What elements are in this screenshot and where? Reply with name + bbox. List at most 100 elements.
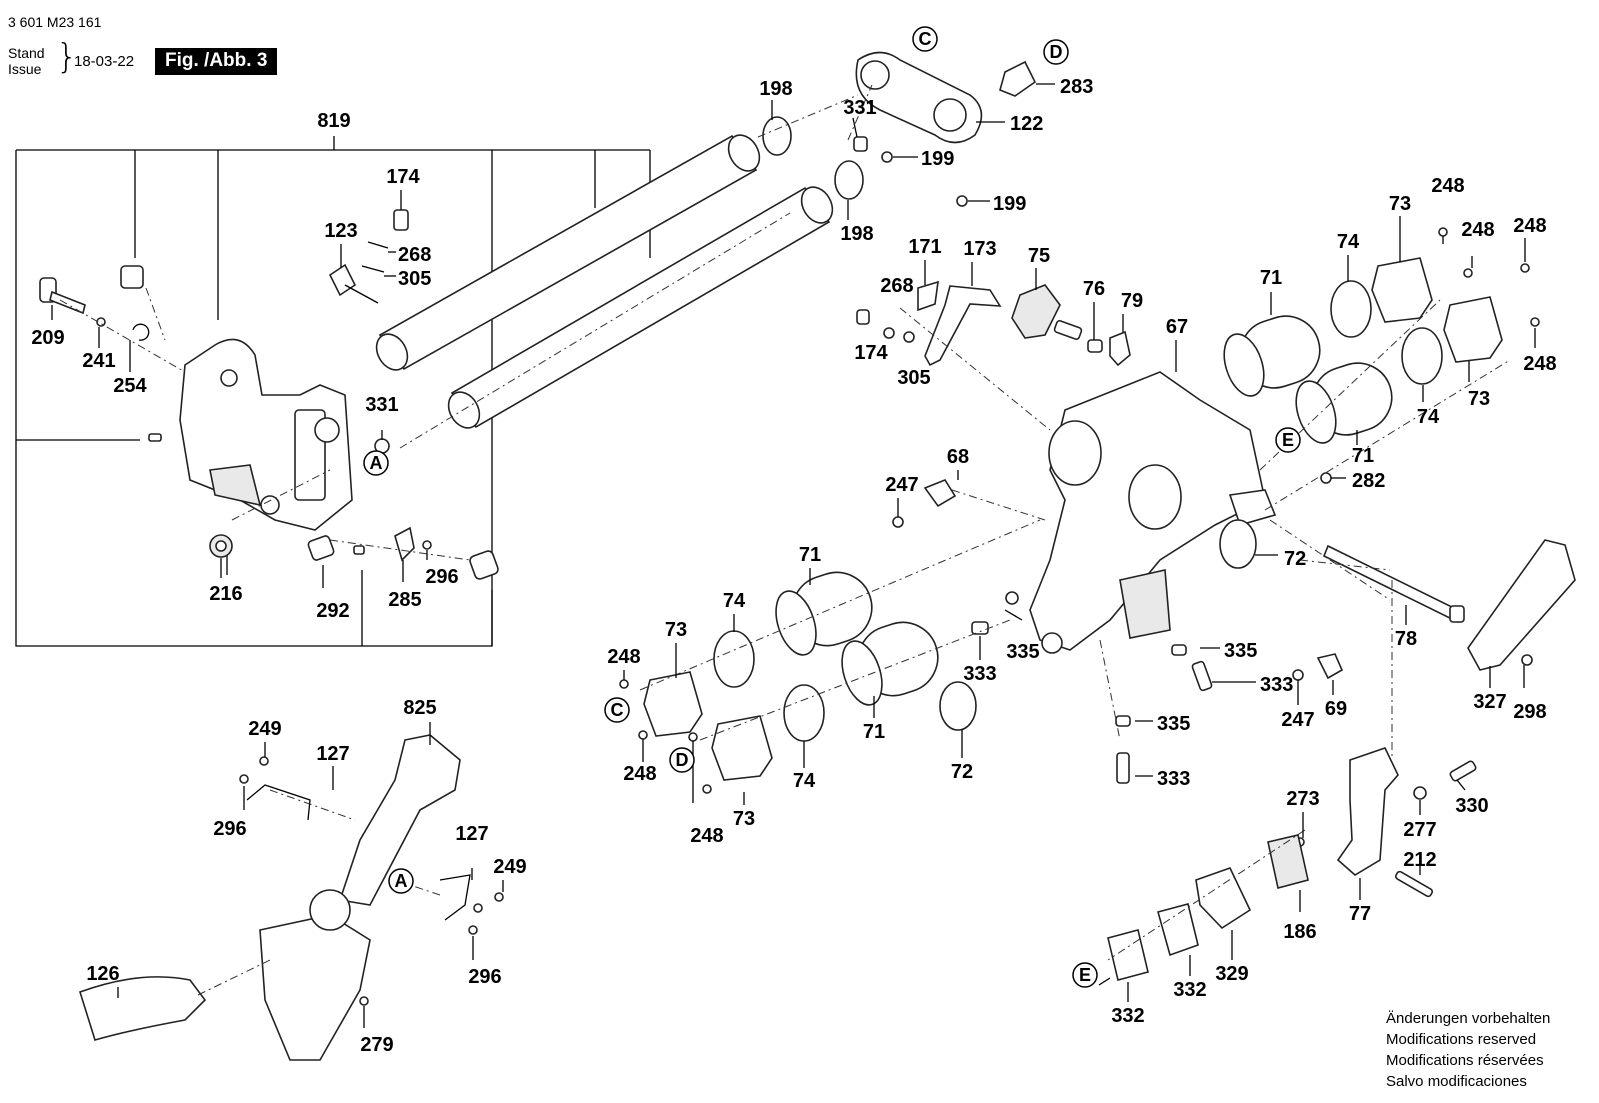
note-fr: Modifications réservées (1386, 1052, 1544, 1069)
part-73-cover-a (1371, 257, 1433, 323)
label-296-a: 296 (213, 818, 246, 840)
part-79-clip (1109, 330, 1131, 367)
part-71-roller-b (1295, 362, 1393, 444)
part-labels: 819 174 123 268 305 198 198 331 122 283 … (31, 76, 1556, 1056)
part-212-pin (1394, 870, 1434, 898)
part-199-screw-b (956, 195, 968, 207)
callout-D-top: D (1043, 39, 1069, 65)
part-75-knob (1011, 284, 1083, 341)
part-73-cover-b (1443, 296, 1503, 363)
part-68-clip (923, 479, 957, 508)
label-296-b: 296 (468, 966, 501, 988)
part-248-screw-4 (1530, 317, 1540, 327)
label-122: 122 (1010, 113, 1043, 135)
label-241: 241 (82, 350, 115, 372)
label-74-d: 74 (793, 770, 816, 792)
part-305-pin (361, 265, 385, 273)
label-78: 78 (1395, 628, 1417, 650)
part-248-screw-6 (638, 730, 648, 740)
label-329: 329 (1215, 963, 1248, 985)
label-248-b: 248 (1461, 219, 1494, 241)
label-248-e: 248 (607, 646, 640, 668)
callout-E-top: E (1275, 427, 1301, 453)
part-247-screw-lower (1292, 669, 1304, 681)
svg-text:A: A (370, 453, 383, 473)
note-de: Änderungen vorbehalten (1386, 1010, 1551, 1027)
small-plug (353, 545, 365, 555)
label-74-b: 74 (1417, 406, 1440, 428)
part-174-screw-right (856, 309, 870, 325)
label-333-a: 333 (963, 663, 996, 685)
part-285-clamp (394, 526, 415, 562)
part-279-screw (359, 996, 369, 1006)
part-333-screw-c (1116, 752, 1130, 784)
part-248-screw-1 (1438, 227, 1448, 237)
label-212: 212 (1403, 849, 1436, 871)
part-283-latch (999, 60, 1037, 97)
tube-lower (447, 186, 834, 429)
part-74-ring-c (713, 630, 755, 688)
label-277: 277 (1403, 819, 1436, 841)
part-327-arm (1467, 539, 1576, 671)
label-209: 209 (31, 327, 64, 349)
label-67: 67 (1166, 316, 1188, 338)
svg-text:D: D (1050, 42, 1063, 62)
label-127-lower: 127 (455, 823, 488, 845)
label-327: 327 (1473, 691, 1506, 713)
part-296-screw-a (239, 774, 249, 784)
label-249-a: 249 (248, 718, 281, 740)
left-casting (179, 338, 353, 531)
label-282: 282 (1352, 470, 1385, 492)
document-number: 3 601 M23 161 (8, 14, 102, 30)
label-333-b: 333 (1260, 674, 1293, 696)
part-335-nut-c (1115, 715, 1131, 727)
svg-text:E: E (1282, 430, 1294, 450)
part-198-ring-upper (762, 116, 792, 156)
callout-C-top: C (912, 26, 938, 52)
part-249-screw-c (473, 903, 483, 913)
svg-text:C: C (611, 700, 624, 720)
part-72-disc-upper (1219, 519, 1257, 569)
label-68: 68 (947, 446, 969, 468)
part-249-screw-b (494, 892, 504, 902)
label-332-a: 332 (1173, 979, 1206, 1001)
label-330: 330 (1455, 795, 1488, 817)
label-268-right: 268 (880, 275, 913, 297)
label-123: 123 (324, 220, 357, 242)
label-73-d: 73 (733, 808, 755, 830)
part-74-ring-b (1401, 327, 1443, 385)
part-254-clip (132, 323, 150, 341)
part-248-screw-5 (619, 679, 629, 689)
label-247-lower: 247 (1281, 709, 1314, 731)
part-186-pad (1267, 834, 1309, 889)
part-329-pad (1195, 867, 1252, 930)
label-248-c: 248 (1513, 215, 1546, 237)
label-72-lower: 72 (951, 761, 973, 783)
label-248-g: 248 (690, 825, 723, 847)
part-198-ring-lower (834, 160, 864, 200)
label-825: 825 (403, 697, 436, 719)
tube-upper (375, 134, 761, 371)
label-75: 75 (1028, 245, 1050, 267)
part-74-ring-a (1330, 280, 1372, 338)
part-127-bracket-upper (246, 784, 311, 821)
callout-A-bottom: A (388, 868, 414, 894)
part-77-bracket (1336, 747, 1399, 876)
label-331-left: 331 (365, 394, 398, 416)
label-126: 126 (86, 963, 119, 985)
callout-C-bottom: C (604, 697, 630, 723)
label-333-c: 333 (1157, 768, 1190, 790)
part-73-cover-c (643, 671, 703, 737)
label-174-right: 174 (854, 342, 888, 364)
part-72-disc-lower (939, 681, 977, 731)
label-292: 292 (316, 600, 349, 622)
label-174-left: 174 (386, 166, 420, 188)
label-305-left: 305 (398, 268, 431, 290)
part-174-screw (393, 209, 409, 231)
part-298-screw (1521, 654, 1533, 666)
label-127-upper: 127 (316, 743, 349, 765)
part-171-plate (917, 280, 939, 312)
label-331-top: 331 (843, 97, 876, 119)
part-825-chute (259, 734, 461, 1061)
